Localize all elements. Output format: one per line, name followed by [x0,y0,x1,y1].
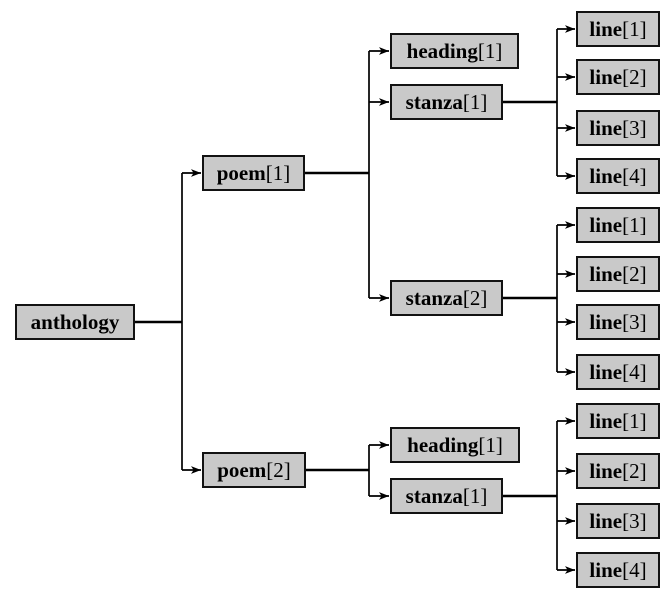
node-poem-2-stanza-1-line-3: line[3] [576,503,660,539]
node-poem-1-stanza-1-line-2: line[2] [576,59,660,95]
node-poem-1-stanza-2-line-4: line[4] [576,354,660,390]
connector-poem2-children [306,441,389,500]
node-poem-2-stanza-1-line-2: line[2] [576,453,660,489]
node-index: [1] [462,89,488,114]
node-label: stanza [405,483,463,508]
node-poem-1: poem[1] [202,155,305,191]
node-index: [4] [622,557,647,582]
node-index: [1] [478,432,503,457]
node-index: [2] [266,457,291,482]
connector-p1-stanza2-children [503,221,575,376]
connector-p2-stanza1-children [503,417,575,574]
connector-p1-stanza1-children [503,25,575,180]
node-poem-1-stanza-1: stanza[1] [390,84,503,120]
connector-anthology-children [135,169,201,474]
node-index: [2] [622,458,647,483]
node-index: [1] [622,16,647,41]
node-poem-2-heading-1: heading[1] [390,427,520,463]
node-index: [1] [477,38,503,63]
node-index: [1] [265,160,291,185]
node-poem-2-stanza-1-line-1: line[1] [576,403,660,439]
node-label: line [589,557,623,582]
node-index: [4] [622,359,647,384]
node-index: [3] [622,309,647,334]
node-index: [4] [622,163,647,188]
connector-poem1-children [305,47,389,302]
node-poem-2-stanza-1: stanza[1] [390,478,503,514]
node-poem-2: poem[2] [202,452,306,488]
node-label: line [589,212,623,237]
node-poem-1-stanza-1-line-4: line[4] [576,158,660,194]
node-poem-1-stanza-1-line-3: line[3] [576,110,660,146]
node-index: [1] [462,483,488,508]
node-poem-1-heading-1: heading[1] [390,33,519,69]
node-index: [3] [622,508,647,533]
node-label: poem [216,160,266,185]
node-label: line [589,16,623,41]
node-poem-1-stanza-2-line-2: line[2] [576,256,660,292]
node-index: [3] [622,115,647,140]
node-index: [1] [622,212,647,237]
node-poem-1-stanza-2-line-1: line[1] [576,207,660,243]
node-poem-1-stanza-2: stanza[2] [390,280,503,316]
node-label: line [589,163,623,188]
node-label: line [589,64,623,89]
node-poem-1-stanza-2-line-3: line[3] [576,304,660,340]
node-label: line [589,309,623,334]
node-label: line [589,261,623,286]
node-label: stanza [405,285,463,310]
node-label: line [589,408,623,433]
node-index: [2] [622,261,647,286]
node-label: heading [407,432,479,457]
node-label: line [589,115,623,140]
node-index: [2] [622,64,647,89]
node-label: stanza [405,89,463,114]
node-label: poem [217,457,267,482]
node-poem-2-stanza-1-line-4: line[4] [576,552,660,588]
node-label: heading [406,38,478,63]
node-label: line [589,359,623,384]
node-label: anthology [30,309,120,334]
node-poem-1-stanza-1-line-1: line[1] [576,11,660,47]
node-label: line [589,458,623,483]
node-anthology: anthology [15,304,135,340]
node-index: [2] [462,285,488,310]
node-label: line [589,508,623,533]
node-index: [1] [622,408,647,433]
